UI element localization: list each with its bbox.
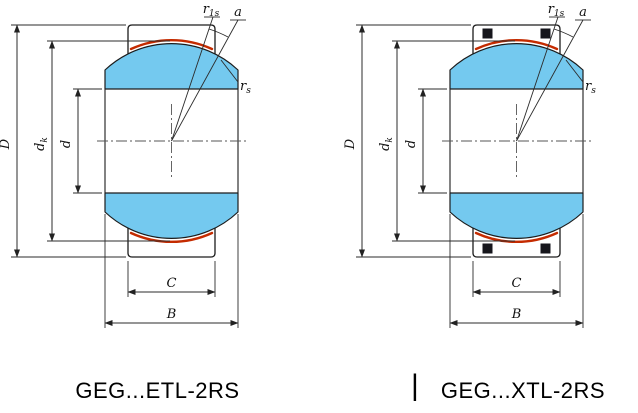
label-rs: rs bbox=[240, 79, 251, 96]
label-a: a bbox=[579, 5, 587, 20]
leader-r1s-line bbox=[516, 16, 559, 142]
leader-a-line bbox=[171, 19, 239, 142]
diagram-canvas: D dk d C B r1s bbox=[0, 2, 596, 328]
leader-r1s-line bbox=[171, 16, 214, 142]
dim-D-label: D bbox=[0, 138, 13, 150]
label-rs: rs bbox=[585, 79, 596, 96]
bearing-diagram-xtl: D dk d C B r1s a rs bbox=[343, 2, 596, 328]
dim-dk-label: dk bbox=[378, 137, 395, 151]
inner-ring-top-section bbox=[449, 43, 584, 90]
inner-ring-bottom-section bbox=[104, 192, 239, 239]
dim-B-label: B bbox=[511, 307, 522, 322]
dim-C-label: C bbox=[167, 276, 177, 291]
outer-ring-bottom-outline bbox=[127, 222, 216, 258]
label-r1s: r1s bbox=[203, 2, 220, 19]
seal-bottom bbox=[129, 231, 214, 243]
outer-ring-bottom-outline bbox=[472, 222, 561, 258]
label-a: a bbox=[234, 5, 242, 20]
inner-ring-top-section bbox=[104, 43, 239, 90]
leader-a-line bbox=[516, 19, 584, 142]
dim-dk-label: dk bbox=[33, 137, 50, 151]
dim-d-label: d bbox=[404, 140, 419, 148]
dim-D-label: D bbox=[343, 138, 358, 150]
caption-etl: GEG...ETL-2RS bbox=[75, 378, 240, 403]
seal-bottom bbox=[474, 231, 559, 243]
retainer-square-top-left bbox=[482, 28, 493, 39]
retainer-square-top-right bbox=[540, 28, 551, 39]
dim-C-label: C bbox=[512, 276, 522, 291]
angle-a-arc bbox=[208, 28, 229, 38]
caption-xtl: GEG...XTL-2RS bbox=[440, 378, 606, 403]
leader-rs-line bbox=[220, 59, 239, 83]
dim-B-label: B bbox=[166, 307, 177, 322]
outer-ring-top-outline bbox=[472, 24, 561, 60]
angle-a-arc bbox=[553, 28, 574, 38]
outer-ring-top-outline bbox=[127, 24, 216, 60]
caption-divider: | bbox=[411, 369, 419, 402]
dim-d-label: d bbox=[59, 140, 74, 148]
leader-rs-line bbox=[565, 59, 584, 83]
retainer-square-bottom-right bbox=[540, 243, 551, 254]
bearing-diagram-etl: D dk d C B r1s bbox=[0, 2, 251, 328]
retainer-square-bottom-left bbox=[482, 243, 493, 254]
label-r1s: r1s bbox=[548, 2, 565, 19]
inner-ring-bottom-section bbox=[449, 192, 584, 239]
